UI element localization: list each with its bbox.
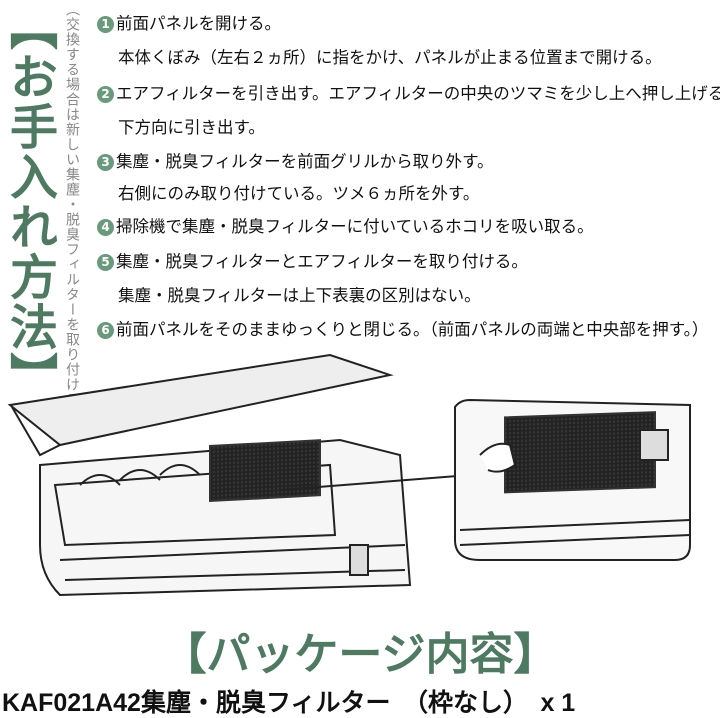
package-contents-title: 【パッケージ内容】 bbox=[162, 629, 558, 680]
step-number-icon: 1 bbox=[97, 16, 114, 33]
step-number-icon: 5 bbox=[97, 254, 114, 271]
step-5-detail: 集塵・脱臭フィルターは上下表裏の区別はない。 bbox=[118, 286, 481, 305]
open-front-panel bbox=[7, 353, 394, 457]
air-conditioner-illustration bbox=[7, 353, 691, 597]
callout-line bbox=[279, 474, 471, 491]
step-2-detail: 下方向に引き出す。 bbox=[118, 118, 265, 137]
step-number-icon: 3 bbox=[97, 154, 114, 171]
replacement-note: （交換する場合は新しい集塵・脱臭フィルターを取り付ける。） bbox=[64, 2, 80, 430]
step-3-detail: 右側にのみ取り付けている。ツメ６ヵ所を外す。 bbox=[118, 184, 480, 203]
step-number-icon: 2 bbox=[97, 86, 114, 103]
step-number-icon: 6 bbox=[97, 322, 114, 339]
unit-body bbox=[39, 438, 412, 597]
product-line: KAF021A42集塵・脱臭フィルター （枠なし） x 1 bbox=[2, 689, 576, 717]
care-title: 【お手入れ方法】 bbox=[1, 2, 57, 402]
step-1-detail: 本体くぼみ（左右２ヵ所）に指をかけ、パネルが止まる位置まで開ける。 bbox=[118, 48, 662, 67]
step-number-icon: 4 bbox=[97, 219, 114, 236]
hand-icon bbox=[479, 442, 517, 473]
filter-detail-callout bbox=[454, 398, 691, 561]
